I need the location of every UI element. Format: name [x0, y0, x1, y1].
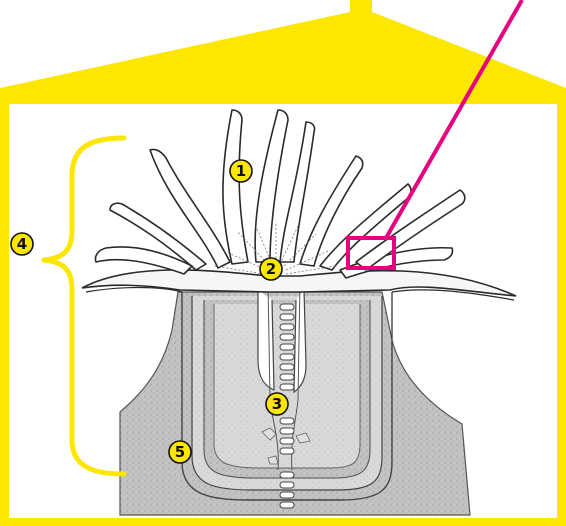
label-polyp-number: 4: [17, 235, 27, 253]
label-tentacle-number: 1: [236, 162, 246, 180]
frame-roof: [0, 0, 566, 104]
label-skeleton-number: 5: [175, 443, 185, 461]
oral-disc: [82, 270, 516, 296]
frame-left-wall: [0, 95, 9, 526]
mesentery-left: [258, 290, 274, 390]
label-pharynx: 3: [266, 393, 288, 415]
label-polyp: 4: [11, 233, 33, 255]
label-tentacle: 1: [230, 160, 252, 182]
label-mouth: 2: [260, 258, 282, 280]
label-skeleton: 5: [169, 441, 191, 463]
polyp-brace: [44, 138, 124, 474]
label-pharynx-number: 3: [272, 395, 282, 413]
label-mouth-number: 2: [266, 260, 276, 278]
frame-bottom: [0, 518, 566, 526]
frame-right-wall: [557, 95, 566, 526]
